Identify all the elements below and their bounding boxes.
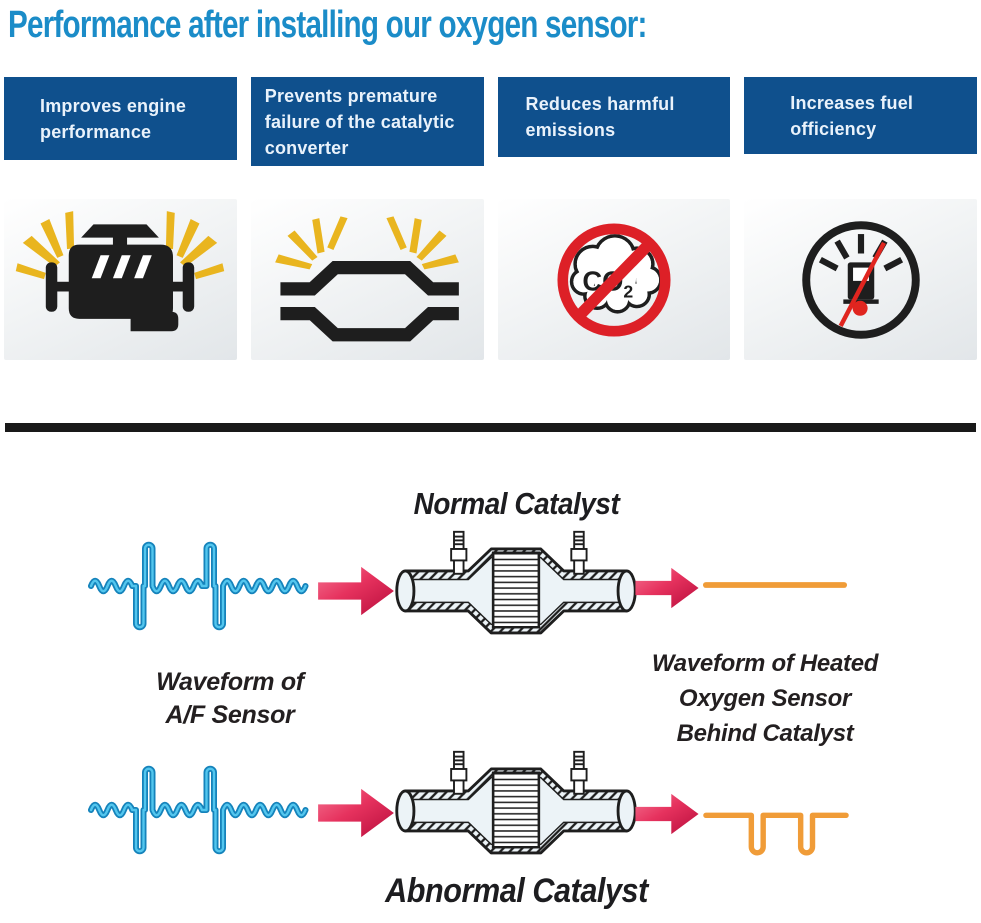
normal-catalyst-title: Normal Catalyst: [413, 486, 620, 521]
benefit-box-fuel: Increases fuel officiency: [744, 77, 977, 154]
fuel-gauge-icon: [801, 220, 920, 339]
benefit-label-line: Reduces harmful: [525, 94, 675, 114]
benefit-label-line: performance: [40, 121, 152, 142]
flow-arrow-icon: [635, 793, 699, 835]
page-title: Performance after installing our oxygen …: [8, 4, 647, 46]
benefit-box-catalytic: Prevents premature failure of the cataly…: [250, 77, 484, 166]
icon-panel: CO2: [497, 199, 731, 360]
oxygen-sensor-boss: [450, 530, 588, 575]
spark-rays: [16, 210, 225, 279]
benefit-box-engine: Improves engine performance: [4, 77, 237, 160]
benefit-label-line: officiency: [790, 118, 877, 139]
label-line: Behind Catalyst: [676, 720, 854, 747]
label-line: A/F Sensor: [165, 701, 295, 729]
heated-o2-abnormal-waveform: [703, 812, 849, 856]
spark-rays: [275, 215, 459, 269]
abnormal-catalyst-title: Abnormal Catalyst: [385, 872, 648, 910]
benefit-label-line: converter: [264, 137, 349, 158]
benefit-row: Improves engine performance Prevents pre…: [4, 77, 977, 166]
af-sensor-waveform: [88, 541, 309, 631]
label-line: Waveform of Heated: [651, 650, 879, 677]
icon-panel: [4, 199, 237, 360]
section-divider: [5, 423, 976, 432]
no-co2-icon: CO2: [557, 222, 671, 337]
heated-o2-flat-waveform: [702, 582, 848, 588]
engine-icon: [16, 210, 225, 331]
icon-row: CO2: [4, 199, 977, 360]
flow-arrow-icon: [635, 567, 699, 609]
heated-o2-sensor-label: Waveform of Heated Oxygen Sensor Behind …: [628, 646, 902, 751]
catalyst-diagram: [395, 750, 637, 855]
catalytic-converter-icon: [275, 215, 459, 341]
oxygen-sensor-boss: [450, 750, 588, 795]
benefit-label-line: failure of the catalytic: [264, 111, 455, 132]
flow-arrow-icon: [318, 566, 394, 616]
flow-arrow-icon: [318, 788, 394, 838]
label-line: Oxygen Sensor: [678, 685, 852, 712]
prohibition-ring: [557, 222, 671, 337]
benefit-label-line: Improves engine: [40, 95, 187, 116]
benefit-label-line: emissions: [525, 120, 616, 140]
catalyst-diagram: [395, 530, 637, 635]
af-sensor-label: Waveform of A/F Sensor: [100, 666, 360, 732]
label-line: Waveform of: [156, 668, 304, 696]
benefit-label-line: Prevents premature: [264, 85, 438, 106]
benefit-box-emissions: Reduces harmful emissions: [497, 77, 731, 157]
benefit-label-line: Increases fuel: [790, 92, 914, 113]
icon-panel: [250, 199, 484, 360]
prohibition-slash: [573, 238, 655, 321]
icon-panel: [744, 199, 977, 360]
af-sensor-waveform: [88, 765, 309, 855]
gauge-needle: [838, 241, 886, 327]
